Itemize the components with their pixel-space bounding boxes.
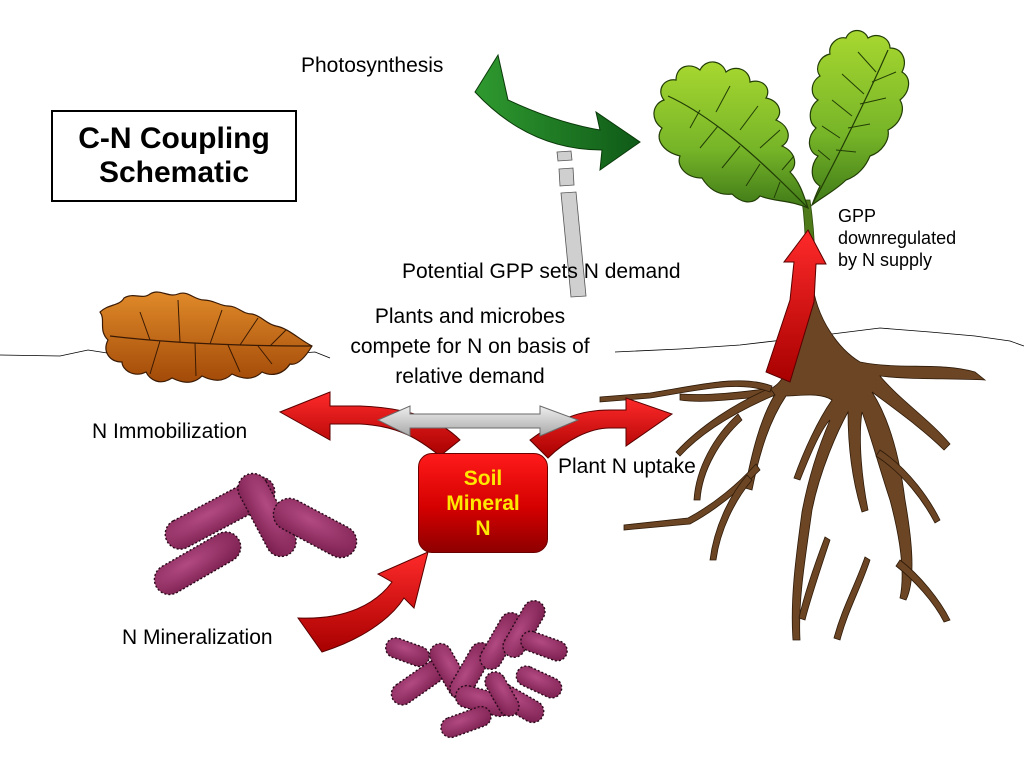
immobilization-label: N Immobilization [92, 420, 248, 443]
soil-pool-line-2: Mineral [446, 491, 520, 515]
photosynthesis-arrow-icon [474, 53, 641, 172]
microbe-icon [153, 472, 568, 739]
root-system-icon [599, 279, 987, 641]
competition-label-line-1: Plants and microbes [374, 305, 566, 328]
soil-pool-line-3: N [475, 516, 491, 540]
potential-gpp-label: Potential GPP sets N demand [402, 260, 681, 283]
potential-gpp-bar [556, 150, 587, 298]
title-line-2: Schematic [98, 156, 250, 189]
gpp-down-line-1: GPP [838, 206, 877, 226]
diagram-title-box: C-N Coupling Schematic [51, 110, 297, 202]
gpp-downregulation-arrow [765, 229, 827, 383]
competition-double-arrow [376, 405, 580, 437]
flux-arrows [278, 391, 674, 653]
competition-label: Plants and microbes compete for N on bas… [322, 302, 618, 392]
gpp-downregulated-label: GPP downregulated by N supply [838, 205, 956, 271]
soil-mineral-n-pool: Soil Mineral N [418, 453, 548, 553]
mineralization-label: N Mineralization [122, 626, 273, 649]
gpp-down-line-2: downregulated [838, 228, 957, 248]
leaf-litter-icon [99, 291, 313, 383]
plant-uptake-label: Plant N uptake [558, 455, 696, 478]
competition-label-line-3: relative demand [395, 365, 545, 388]
gpp-down-line-3: by N supply [838, 250, 933, 270]
competition-label-line-2: compete for N on basis of [350, 335, 590, 358]
mineralization-arrow [297, 551, 429, 653]
soil-pool-line-1: Soil [463, 466, 503, 490]
photosynthesis-label: Photosynthesis [301, 54, 444, 77]
plant-seedling-icon [653, 29, 910, 283]
title-line-1: C-N Coupling [78, 122, 270, 155]
soil-surface-line-right [614, 327, 1024, 353]
